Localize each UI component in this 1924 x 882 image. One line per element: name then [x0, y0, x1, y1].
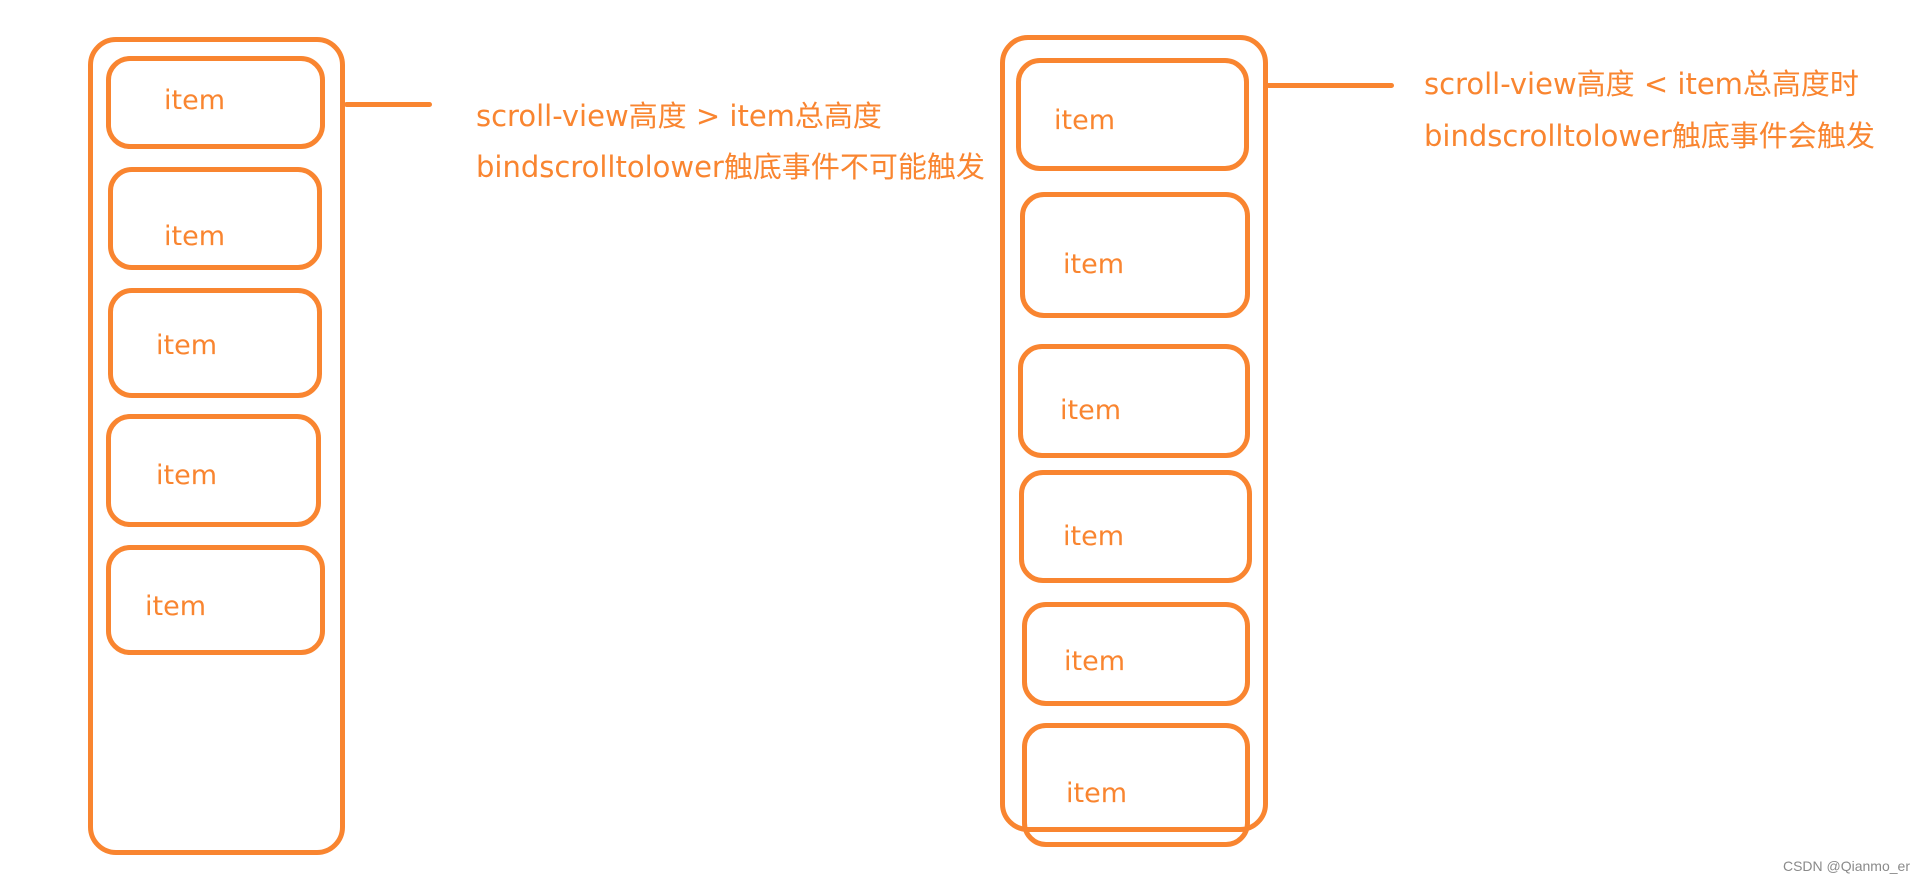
right-note-line-2: bindscrolltolower触底事件会触发 [1424, 119, 1875, 153]
left-item-box-2 [108, 167, 322, 270]
right-scroll-view-outline [1000, 35, 1268, 832]
left-scroll-view-outline [88, 37, 345, 855]
left-item-box-1 [106, 56, 325, 149]
right-item-box-2 [1020, 192, 1250, 318]
left-item-box-5 [106, 545, 325, 655]
right-connector-line [1266, 83, 1394, 88]
watermark: CSDN @Qianmo_er [1782, 858, 1910, 874]
right-item-label-3: item [1060, 395, 1122, 426]
right-item-label-6: item [1066, 778, 1128, 809]
right-item-box-1 [1016, 58, 1249, 171]
right-item-label-1: item [1054, 105, 1116, 136]
left-item-box-4 [106, 414, 321, 527]
left-note-line-1: scroll-view高度 > item总高度 [476, 99, 882, 133]
left-connector-line [344, 102, 432, 107]
right-item-box-3 [1018, 344, 1250, 458]
left-item-label-5: item [145, 591, 207, 622]
left-item-label-4: item [156, 460, 218, 491]
left-item-label-2: item [164, 221, 226, 252]
left-note-line-2: bindscrolltolower触底事件不可能触发 [476, 150, 985, 184]
right-item-box-4 [1019, 470, 1252, 583]
left-item-label-3: item [156, 330, 218, 361]
right-item-label-4: item [1063, 521, 1125, 552]
right-note-line-1: scroll-view高度 < item总高度时 [1424, 67, 1859, 101]
right-item-label-2: item [1063, 249, 1125, 280]
left-item-label-1: item [164, 85, 226, 116]
right-item-box-6 [1022, 723, 1250, 847]
right-item-label-5: item [1064, 646, 1126, 677]
left-item-box-3 [108, 288, 322, 398]
right-item-box-5 [1022, 602, 1250, 706]
